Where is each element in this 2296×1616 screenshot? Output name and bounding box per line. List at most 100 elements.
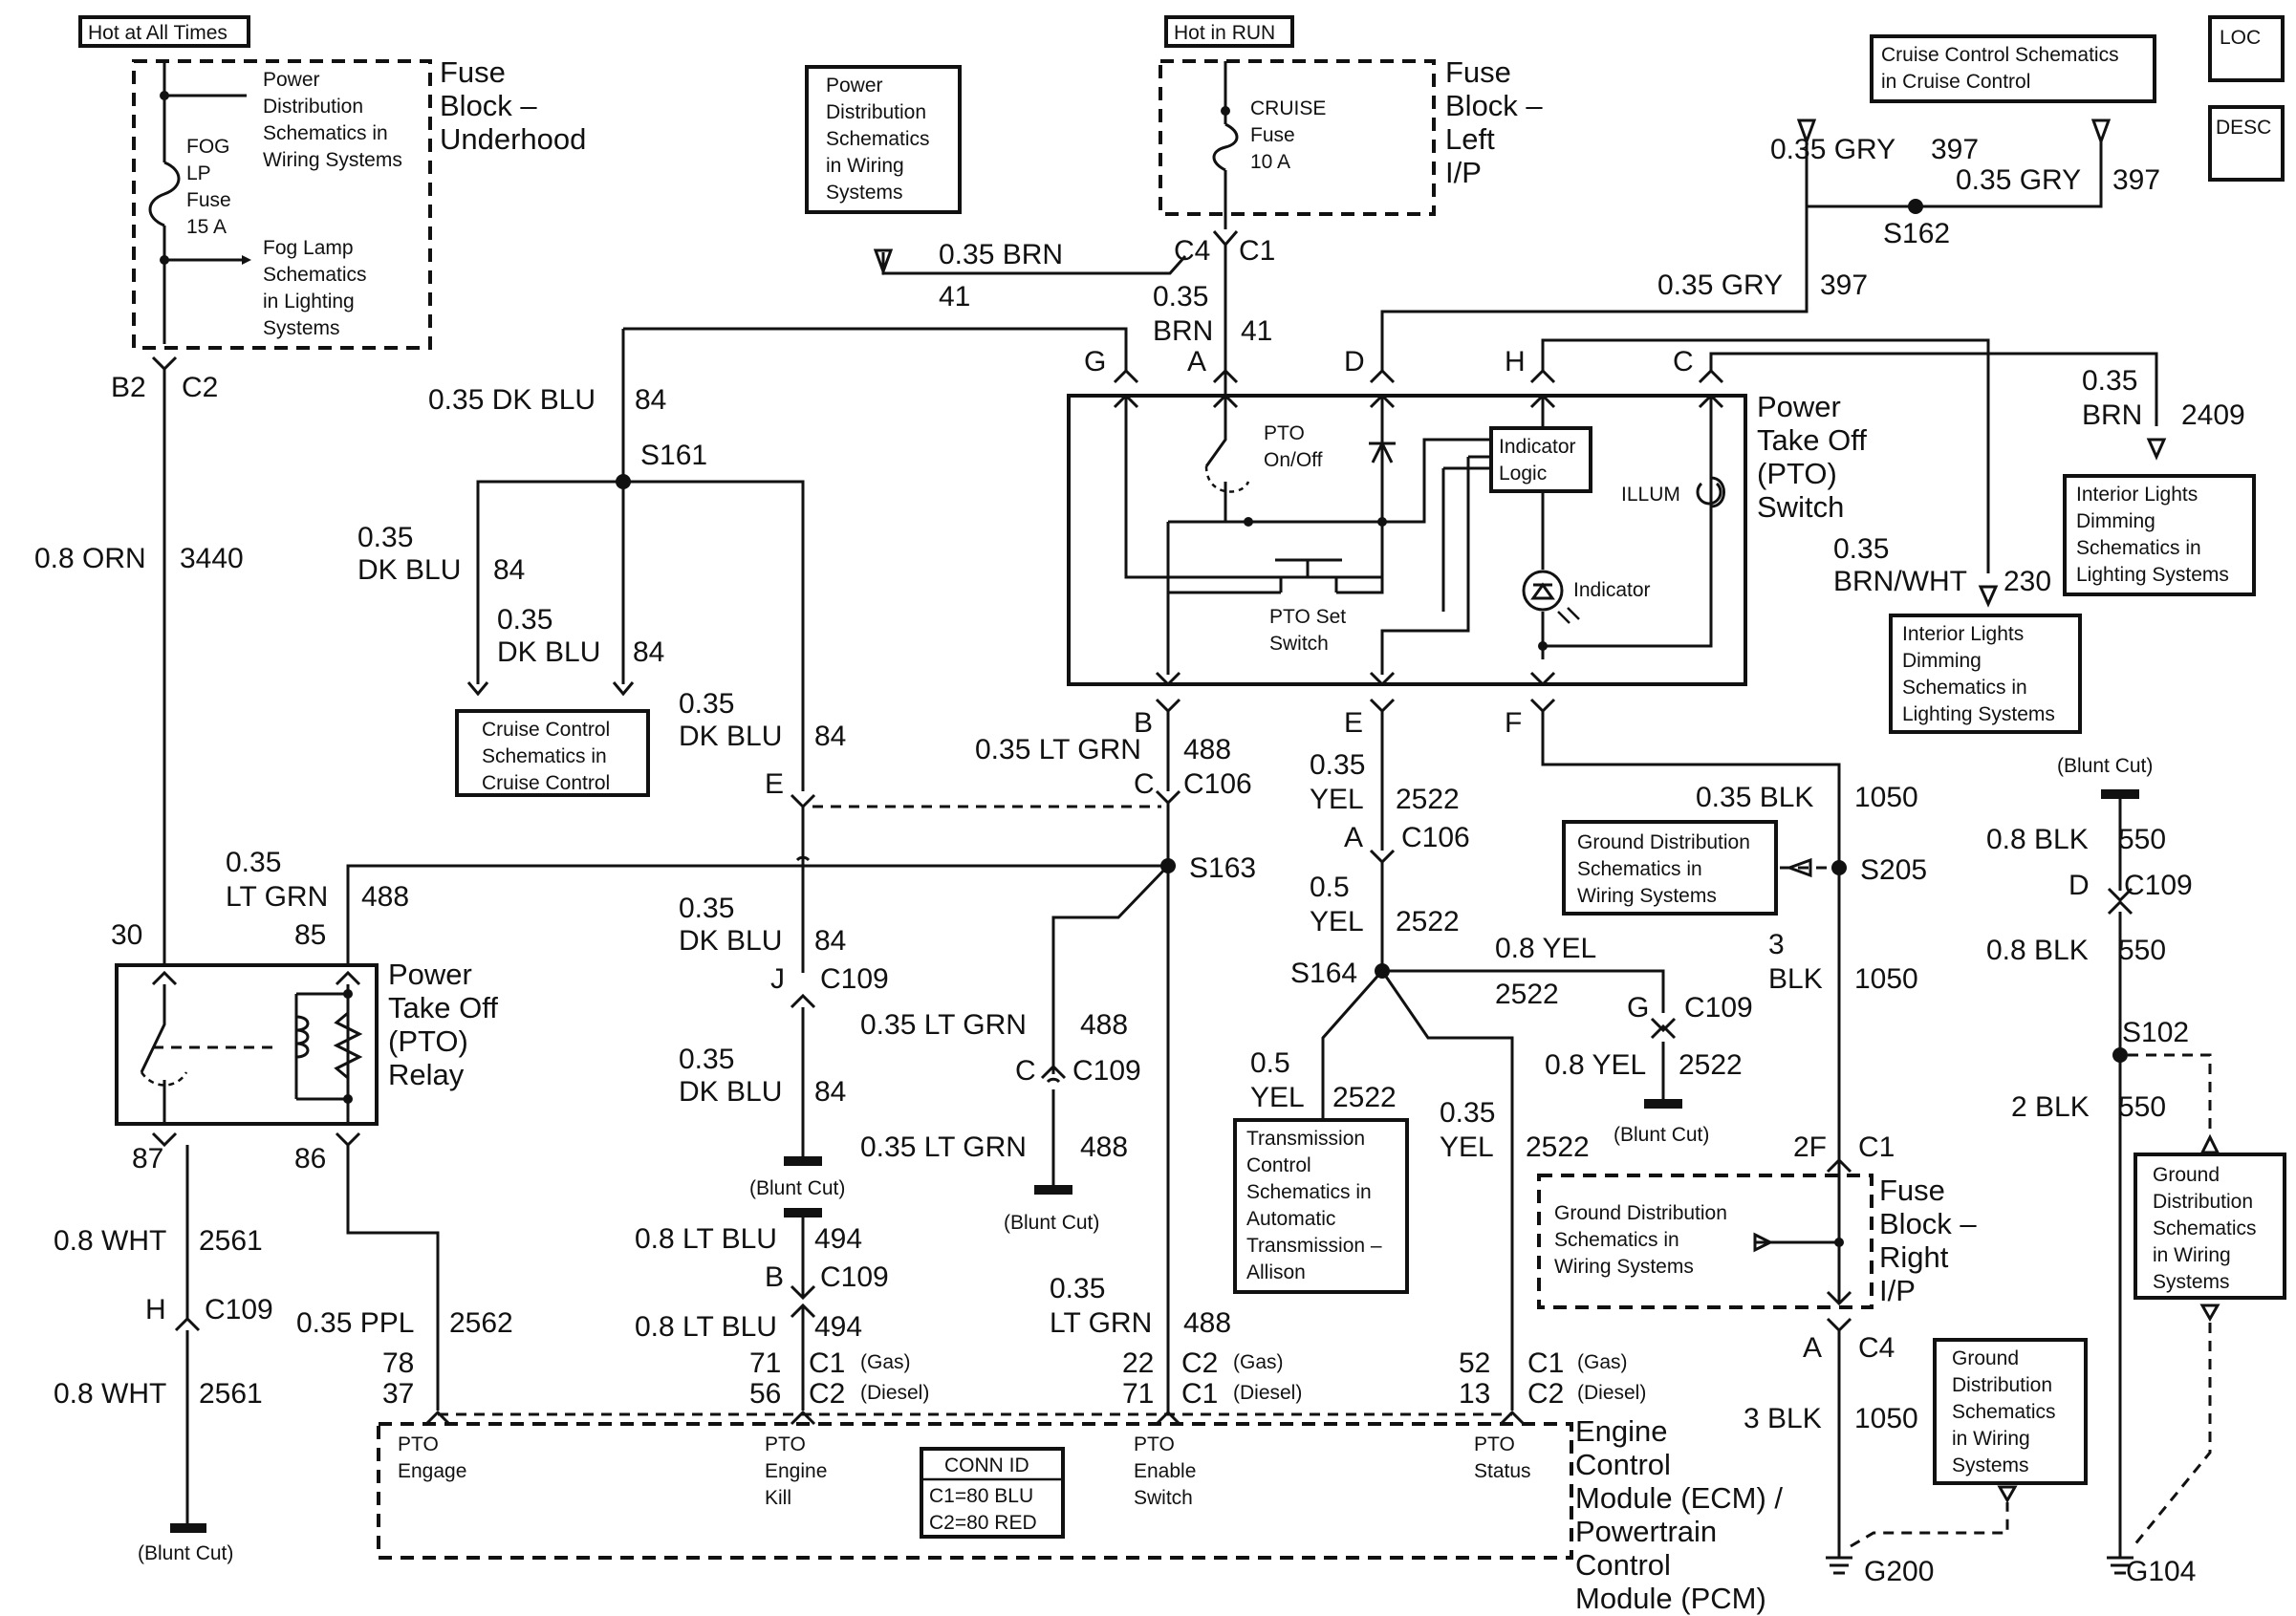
svg-text:S161: S161 [640,440,707,471]
svg-text:H: H [1505,346,1526,377]
svg-text:Underhood: Underhood [440,122,586,156]
svg-text:On/Off: On/Off [1264,449,1323,471]
svg-text:397: 397 [1931,134,1979,165]
svg-text:84: 84 [814,1076,846,1108]
svg-text:LP: LP [186,162,211,184]
svg-text:I/P: I/P [1445,156,1482,189]
svg-text:2522: 2522 [1495,979,1559,1010]
svg-text:Hot in RUN: Hot in RUN [1174,22,1275,44]
svg-text:DK BLU: DK BLU [357,554,461,586]
svg-text:S164: S164 [1290,958,1357,989]
svg-text:0.8 BLK: 0.8 BLK [1986,824,2089,855]
svg-text:3 BLK: 3 BLK [1744,1403,1822,1434]
svg-text:0.35 PPL: 0.35 PPL [296,1307,414,1339]
svg-text:DK BLU: DK BLU [679,1076,782,1108]
svg-text:550: 550 [2118,935,2166,966]
svg-text:DK BLU: DK BLU [497,636,600,668]
svg-text:DK BLU: DK BLU [679,721,782,752]
svg-text:B: B [1134,707,1153,739]
svg-text:C1: C1 [1527,1347,1564,1379]
svg-text:Ground: Ground [2153,1164,2220,1186]
svg-text:0.5: 0.5 [1310,872,1350,903]
svg-text:A: A [1187,346,1206,377]
svg-text:84: 84 [633,636,664,668]
svg-text:(Gas): (Gas) [1577,1351,1628,1373]
svg-text:84: 84 [814,721,846,752]
svg-text:Schematics: Schematics [1952,1401,2056,1423]
svg-text:2561: 2561 [199,1378,263,1410]
svg-text:0.35: 0.35 [497,604,552,636]
svg-text:ILLUM: ILLUM [1621,484,1680,506]
svg-text:C109: C109 [820,1261,889,1293]
svg-text:Enable: Enable [1134,1460,1196,1482]
svg-text:0.8 YEL: 0.8 YEL [1545,1049,1646,1081]
svg-text:488: 488 [1080,1131,1128,1163]
svg-text:Left: Left [1445,122,1495,156]
svg-text:B: B [765,1261,784,1293]
svg-text:BLK: BLK [1768,963,1823,995]
svg-text:S102: S102 [2122,1017,2189,1048]
svg-text:2F: 2F [1793,1131,1827,1163]
svg-text:Systems: Systems [263,317,340,339]
ground-g104-icon [2107,1556,2134,1575]
svg-text:CONN ID: CONN ID [944,1454,1029,1476]
svg-text:22: 22 [1122,1347,1154,1379]
svg-text:D: D [2069,870,2090,901]
svg-text:86: 86 [294,1143,326,1174]
svg-text:0.35: 0.35 [2082,365,2137,397]
svg-text:Schematics in: Schematics in [1577,858,1702,880]
svg-text:Control: Control [1246,1154,1311,1176]
svg-text:DK BLU: DK BLU [679,925,782,957]
loc-icon: LOC [2208,15,2285,82]
svg-text:0.35: 0.35 [357,522,413,553]
svg-text:in Wiring: in Wiring [826,155,904,177]
svg-text:Power: Power [263,69,320,91]
svg-text:C1=80 BLU: C1=80 BLU [929,1485,1033,1507]
svg-text:Distribution: Distribution [826,101,926,123]
svg-text:Status: Status [1474,1460,1531,1482]
svg-text:41: 41 [939,281,970,312]
pto-switch: Power Take Off (PTO) Switch [1067,390,1867,686]
svg-text:52: 52 [1459,1347,1490,1379]
svg-text:C2=80 RED: C2=80 RED [929,1512,1037,1534]
svg-text:Interior Lights: Interior Lights [1902,623,2024,645]
cruise-control-ref-top: Cruise Control Schematics in Cruise Cont… [1870,34,2156,103]
svg-text:G: G [1627,992,1649,1023]
svg-text:71: 71 [1122,1378,1154,1410]
svg-text:0.35 BRN: 0.35 BRN [939,239,1063,270]
svg-text:Fuse: Fuse [186,189,231,211]
power-distribution-ref: Power Distribution Schematics in Wiring … [805,65,962,214]
svg-text:Schematics in: Schematics in [1902,677,2027,699]
hot-in-run-label: Hot in RUN [1164,15,1294,48]
svg-text:(Gas): (Gas) [860,1351,911,1373]
svg-text:Dimming: Dimming [1902,650,1982,672]
svg-text:(Diesel): (Diesel) [1577,1382,1646,1404]
svg-text:Engine: Engine [1575,1414,1668,1448]
svg-text:Power: Power [1757,390,1841,423]
svg-text:0.35: 0.35 [679,688,734,720]
ground-distribution-ref-3: Ground Distribution Schematics in Wiring… [2134,1153,2286,1300]
svg-text:0.35 GRY: 0.35 GRY [1770,134,1895,165]
svg-text:(Blunt Cut): (Blunt Cut) [749,1177,845,1199]
svg-text:(Blunt Cut): (Blunt Cut) [1004,1212,1099,1234]
svg-text:LOC: LOC [2220,27,2261,49]
svg-text:550: 550 [2118,824,2166,855]
svg-text:PTO: PTO [765,1433,806,1455]
svg-text:A: A [1803,1332,1822,1364]
svg-text:C2: C2 [809,1378,845,1410]
transmission-control-ref: Transmission Control Schematics in Autom… [1233,1118,1409,1294]
svg-text:Logic: Logic [1499,463,1547,485]
svg-text:0.35: 0.35 [679,893,734,924]
svg-text:71: 71 [749,1347,781,1379]
svg-text:Module (PCM): Module (PCM) [1575,1582,1766,1615]
svg-text:488: 488 [1183,1307,1231,1339]
svg-text:in Cruise Control: in Cruise Control [1881,71,2030,93]
svg-text:2522: 2522 [1332,1082,1397,1113]
svg-text:0.35 DK BLU: 0.35 DK BLU [428,384,596,416]
svg-text:Schematics in: Schematics in [1554,1229,1679,1251]
svg-text:(Diesel): (Diesel) [860,1382,929,1404]
svg-text:S163: S163 [1189,852,1256,884]
svg-text:Interior Lights: Interior Lights [2076,484,2198,506]
svg-text:Transmission –: Transmission – [1246,1235,1382,1257]
svg-text:Kill: Kill [765,1487,791,1509]
